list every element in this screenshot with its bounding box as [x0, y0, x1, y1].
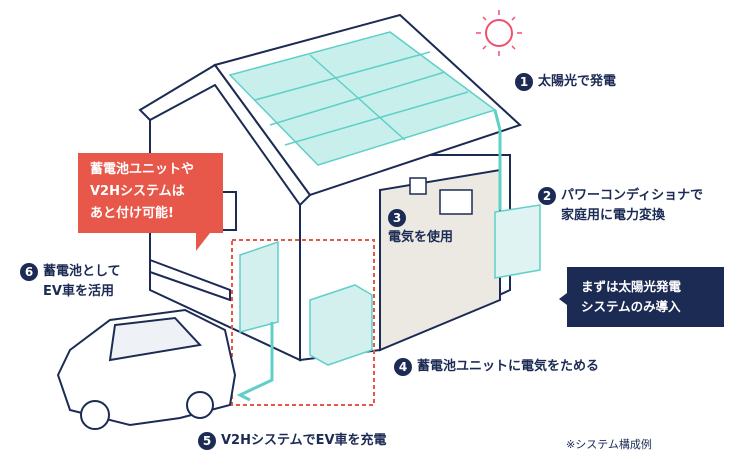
callout-line: あと付け可能!	[90, 206, 174, 221]
step-number-badge: 5	[198, 431, 216, 450]
step-6-label: 6 蓄電池として EV車を活用	[20, 262, 121, 302]
retrofit-callout: 蓄電池ユニットや V2Hシステムは あと付け可能!	[78, 153, 223, 251]
callout-line: システムのみ導入	[581, 299, 681, 314]
solar-panel	[228, 31, 497, 166]
step-text: 蓄電池ユニットに電気をためる	[417, 359, 600, 374]
callout-line: まずは太陽光発電	[581, 279, 682, 294]
sun-icon	[476, 10, 522, 56]
step-number-badge: 2	[538, 186, 556, 205]
step-5-label: 5 V2HシステムでEV車を充電	[198, 431, 387, 451]
step-3-label: 3 電気を使用	[388, 208, 453, 248]
ev-car	[56, 308, 237, 430]
step-text: V2HシステムでEV車を充電	[221, 433, 387, 448]
step-text: 太陽光で発電	[538, 74, 617, 89]
step-4-label: 4 蓄電池ユニットに電気をためる	[394, 357, 599, 377]
step-text: パワーコンディショナで	[561, 188, 704, 203]
step-number-badge: 6	[20, 262, 38, 281]
step-number-badge: 1	[515, 72, 533, 91]
solar-first-callout: まずは太陽光発電 システムのみ導入	[559, 267, 724, 327]
step-text: 蓄電池として	[43, 264, 121, 279]
callout-line: V2Hシステムは	[90, 184, 185, 199]
power-conditioner	[409, 177, 541, 279]
step-number-badge: 4	[394, 357, 412, 376]
step-number-badge: 3	[388, 208, 406, 227]
step-text: 電気を使用	[388, 230, 454, 245]
step-text: 家庭用に電力変換	[561, 208, 666, 223]
step-2-label: 2 パワーコンディショナで 家庭用に電力変換	[538, 186, 703, 226]
step-text: EV車を活用	[43, 284, 114, 299]
example-note: ※システム構成例	[566, 438, 652, 451]
v2h-dashed-area	[231, 239, 375, 406]
callout-line: 蓄電池ユニットや	[90, 162, 195, 177]
step-1-label: 1 太陽光で発電	[515, 72, 616, 92]
battery-unit	[239, 240, 373, 366]
